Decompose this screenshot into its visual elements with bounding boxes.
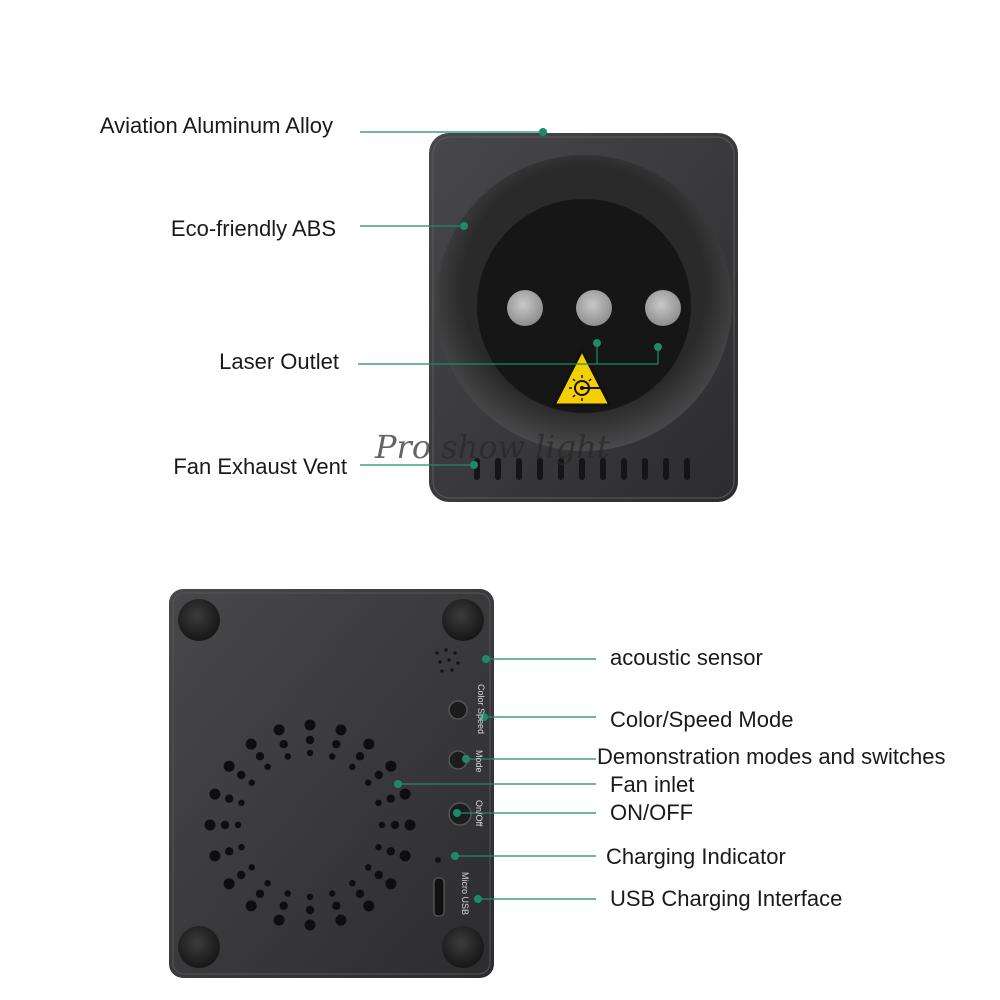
fan-hole bbox=[273, 724, 285, 736]
fan-hole bbox=[279, 901, 288, 910]
fan-hole bbox=[204, 819, 216, 831]
fan-hole bbox=[363, 900, 375, 912]
fan-hole bbox=[264, 763, 271, 770]
label-fan-exhaust-vent: Fan Exhaust Vent bbox=[173, 454, 347, 479]
front-device bbox=[429, 133, 738, 502]
fan-inlet-holes bbox=[204, 719, 416, 931]
fan-hole bbox=[255, 889, 265, 898]
fan-hole bbox=[305, 905, 315, 915]
color-speed-marking: Color Speed bbox=[476, 684, 486, 734]
watermark: Pro show light bbox=[375, 428, 610, 466]
fan-hole bbox=[385, 760, 397, 772]
fan-hole bbox=[374, 870, 383, 880]
label-charging-indicator: Charging Indicator bbox=[606, 844, 786, 869]
fan-hole bbox=[209, 788, 221, 800]
fan-hole bbox=[237, 770, 246, 780]
label-acoustic-sensor: acoustic sensor bbox=[610, 645, 763, 670]
fan-hole bbox=[209, 850, 221, 862]
fan-hole bbox=[365, 779, 372, 786]
color-speed-button[interactable] bbox=[448, 700, 468, 720]
label-color-speed-mode: Color/Speed Mode bbox=[610, 707, 794, 732]
micro-usb-marking: Micro USB bbox=[460, 872, 470, 915]
fan-hole bbox=[223, 878, 235, 890]
fan-hole bbox=[365, 864, 372, 871]
fan-hole bbox=[304, 719, 316, 731]
fan-hole bbox=[329, 753, 336, 760]
fan-hole bbox=[375, 799, 382, 806]
label-eco-friendly-abs: Eco-friendly ABS bbox=[170, 216, 336, 241]
fan-hole bbox=[355, 752, 365, 761]
fan-hole bbox=[378, 821, 386, 829]
label-fan-inlet: Fan inlet bbox=[610, 772, 695, 797]
label-demonstration-modes: Demonstration modes and switches bbox=[597, 744, 946, 769]
fan-hole bbox=[399, 850, 411, 862]
on-off-marking: On/Off bbox=[474, 800, 484, 827]
laser-warning-icon bbox=[552, 348, 612, 407]
fan-hole bbox=[248, 864, 255, 871]
rubber-foot bbox=[442, 926, 484, 968]
fan-hole bbox=[349, 880, 356, 887]
acoustic-sensor-holes bbox=[435, 648, 460, 673]
fan-hole bbox=[245, 900, 257, 912]
rubber-foot bbox=[442, 599, 484, 641]
fan-hole bbox=[273, 914, 285, 926]
micro-usb-port[interactable] bbox=[433, 877, 445, 917]
fan-hole bbox=[335, 724, 347, 736]
fan-hole bbox=[223, 760, 235, 772]
fan-hole bbox=[399, 788, 411, 800]
laser-lens-left bbox=[507, 290, 543, 326]
charging-indicator-led bbox=[435, 857, 441, 863]
fan-hole bbox=[306, 893, 314, 901]
fan-hole bbox=[238, 799, 245, 806]
fan-hole bbox=[332, 901, 341, 910]
fan-hole bbox=[234, 821, 242, 829]
fan-hole bbox=[225, 794, 234, 803]
laser-lens-right bbox=[645, 290, 681, 326]
laser-lens-center bbox=[576, 290, 612, 326]
fan-hole bbox=[329, 890, 336, 897]
fan-exhaust-vents bbox=[474, 458, 690, 480]
fan-hole bbox=[404, 819, 416, 831]
rubber-foot bbox=[178, 599, 220, 641]
label-on-off: ON/OFF bbox=[610, 800, 694, 825]
fan-hole bbox=[355, 889, 365, 898]
back-housing bbox=[169, 589, 494, 978]
fan-hole bbox=[238, 844, 245, 851]
label-usb-charging-interface: USB Charging Interface bbox=[610, 886, 843, 911]
fan-hole bbox=[390, 820, 400, 830]
fan-hole bbox=[306, 749, 314, 757]
fan-hole bbox=[245, 738, 257, 750]
mode-marking: Mode bbox=[474, 750, 484, 773]
callout-leaders bbox=[358, 128, 662, 903]
fan-hole bbox=[332, 740, 341, 749]
fan-hole bbox=[284, 753, 291, 760]
fan-hole bbox=[264, 880, 271, 887]
fan-hole bbox=[374, 770, 383, 780]
fan-hole bbox=[305, 735, 315, 745]
fan-hole bbox=[225, 847, 234, 856]
fan-hole bbox=[385, 878, 397, 890]
label-aviation-aluminum-alloy: Aviation Aluminum Alloy bbox=[99, 113, 333, 138]
label-laser-outlet: Laser Outlet bbox=[219, 349, 339, 374]
fan-hole bbox=[248, 779, 255, 786]
rubber-foot bbox=[178, 926, 220, 968]
fan-hole bbox=[363, 738, 375, 750]
fan-hole bbox=[279, 740, 288, 749]
fan-hole bbox=[375, 844, 382, 851]
fan-hole bbox=[284, 890, 291, 897]
fan-hole bbox=[335, 914, 347, 926]
fan-hole bbox=[255, 752, 265, 761]
fan-hole bbox=[220, 820, 230, 830]
fan-hole bbox=[237, 870, 246, 880]
fan-hole bbox=[349, 763, 356, 770]
back-device bbox=[169, 589, 494, 978]
fan-hole bbox=[386, 847, 395, 856]
fan-hole bbox=[386, 794, 395, 803]
fan-hole bbox=[304, 919, 316, 931]
